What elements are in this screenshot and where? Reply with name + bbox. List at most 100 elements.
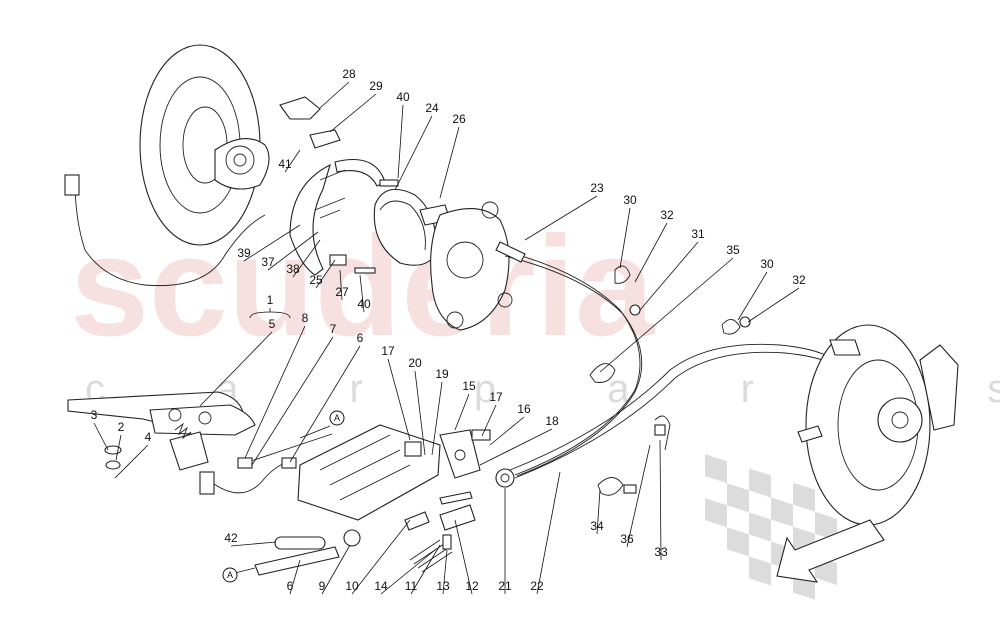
callout-c30a: 30 [619,193,637,269]
callout-number: 29 [369,79,383,93]
leader-line [329,93,377,133]
leader-line [479,428,553,466]
callout-c31: 31 [639,227,705,311]
callout-number: 7 [330,322,337,336]
leader-line [454,519,473,595]
callout-number: 35 [726,243,740,257]
callout-number: 41 [278,157,292,171]
callout-c19: 19 [431,367,449,456]
callout-c36: 36 [620,444,651,548]
callout-c40b: 40 [357,274,371,313]
callout-number: 22 [530,579,544,593]
cable-23-sheath [504,255,643,477]
callout-c16: 16 [489,402,531,446]
leader-line [410,544,441,595]
callout-c17b: 17 [481,390,503,437]
leader-line [639,241,699,311]
leader-line [626,444,651,548]
callout-number: 4 [145,430,152,444]
small-parts [104,445,515,576]
callout-c32a: 32 [634,208,674,283]
leader-line [599,257,734,373]
callout-number: 16 [517,402,531,416]
reference-marker-a-upper: A [299,410,345,439]
leader-line [634,222,668,283]
leader-line [397,104,404,179]
callout-c10: 10 [345,519,411,595]
callout-c37: 37 [261,231,319,271]
leader-line [115,434,122,461]
callout-number: 15 [462,379,476,393]
callout-number: 10 [345,579,359,593]
callout-number: 14 [374,579,388,593]
callout-c5: 5 [199,317,276,407]
callout-number: 28 [342,67,356,81]
callout-number: 32 [660,208,674,222]
callout-c42: 42 [224,531,277,547]
leader-line [284,149,301,173]
callout-number: 36 [620,532,634,546]
callout-number: 9 [319,579,326,593]
callout-c29: 29 [329,79,383,133]
callout-c3: 3 [91,408,109,451]
leader-line [243,224,301,262]
callout-c2: 2 [115,420,125,461]
callout-number: 40 [357,297,371,311]
leader-line [199,331,273,407]
leader-line [114,444,149,479]
leader-line [230,541,277,547]
callout-c26: 26 [439,112,466,199]
reference-marker-a-lower: A [222,567,256,583]
callout-number: 38 [286,262,300,276]
callout-c30b: 30 [737,257,774,321]
cable-22-sheath [514,351,831,479]
leader-line [481,404,497,437]
callout-c4: 4 [114,430,152,479]
callout-c24: 24 [394,101,439,191]
leader-line [431,381,443,456]
callout-number: 33 [654,545,668,559]
callout-number: 40 [396,90,410,104]
leader-line [315,259,336,289]
callout-number: 37 [261,255,275,269]
callout-c11: 11 [405,544,441,595]
callout-number: 31 [691,227,705,241]
callout-c27: 27 [335,269,349,301]
leader-line [319,81,350,109]
hub-carrier [430,201,513,331]
callout-c14: 14 [374,549,436,595]
leader-line [524,195,598,241]
leader-line [619,207,631,269]
leader-line [596,489,601,535]
leader-line [394,115,433,191]
callout-number: 30 [623,193,637,207]
callout-c20: 20 [408,356,426,456]
leader-line [359,274,365,313]
callout-number: 42 [224,531,238,545]
callout-number: 12 [465,579,479,593]
leader-line [536,471,561,595]
callout-c23: 23 [524,181,604,241]
callout-c9: 9 [319,544,351,595]
cable-22 [509,343,826,471]
callout-number: 34 [590,519,604,533]
direction-arrow-icon [776,519,885,583]
leader-line [489,416,525,446]
callout-c1: 1 [267,293,274,312]
svg-text:A: A [334,413,340,423]
leader-line [351,519,411,595]
callout-number: 27 [335,285,349,299]
callout-c21: 21 [498,488,512,594]
leader-line [387,358,411,441]
callout-c39: 39 [237,224,301,262]
callout-c6: 6 [289,331,364,463]
callout-number: 19 [435,367,449,381]
watermark-brand: scuderia [70,207,655,366]
callout-c7: 7 [251,322,337,466]
callout-number: 30 [760,257,774,271]
callout-number: 6 [357,331,364,345]
callout-number: 13 [436,579,450,593]
